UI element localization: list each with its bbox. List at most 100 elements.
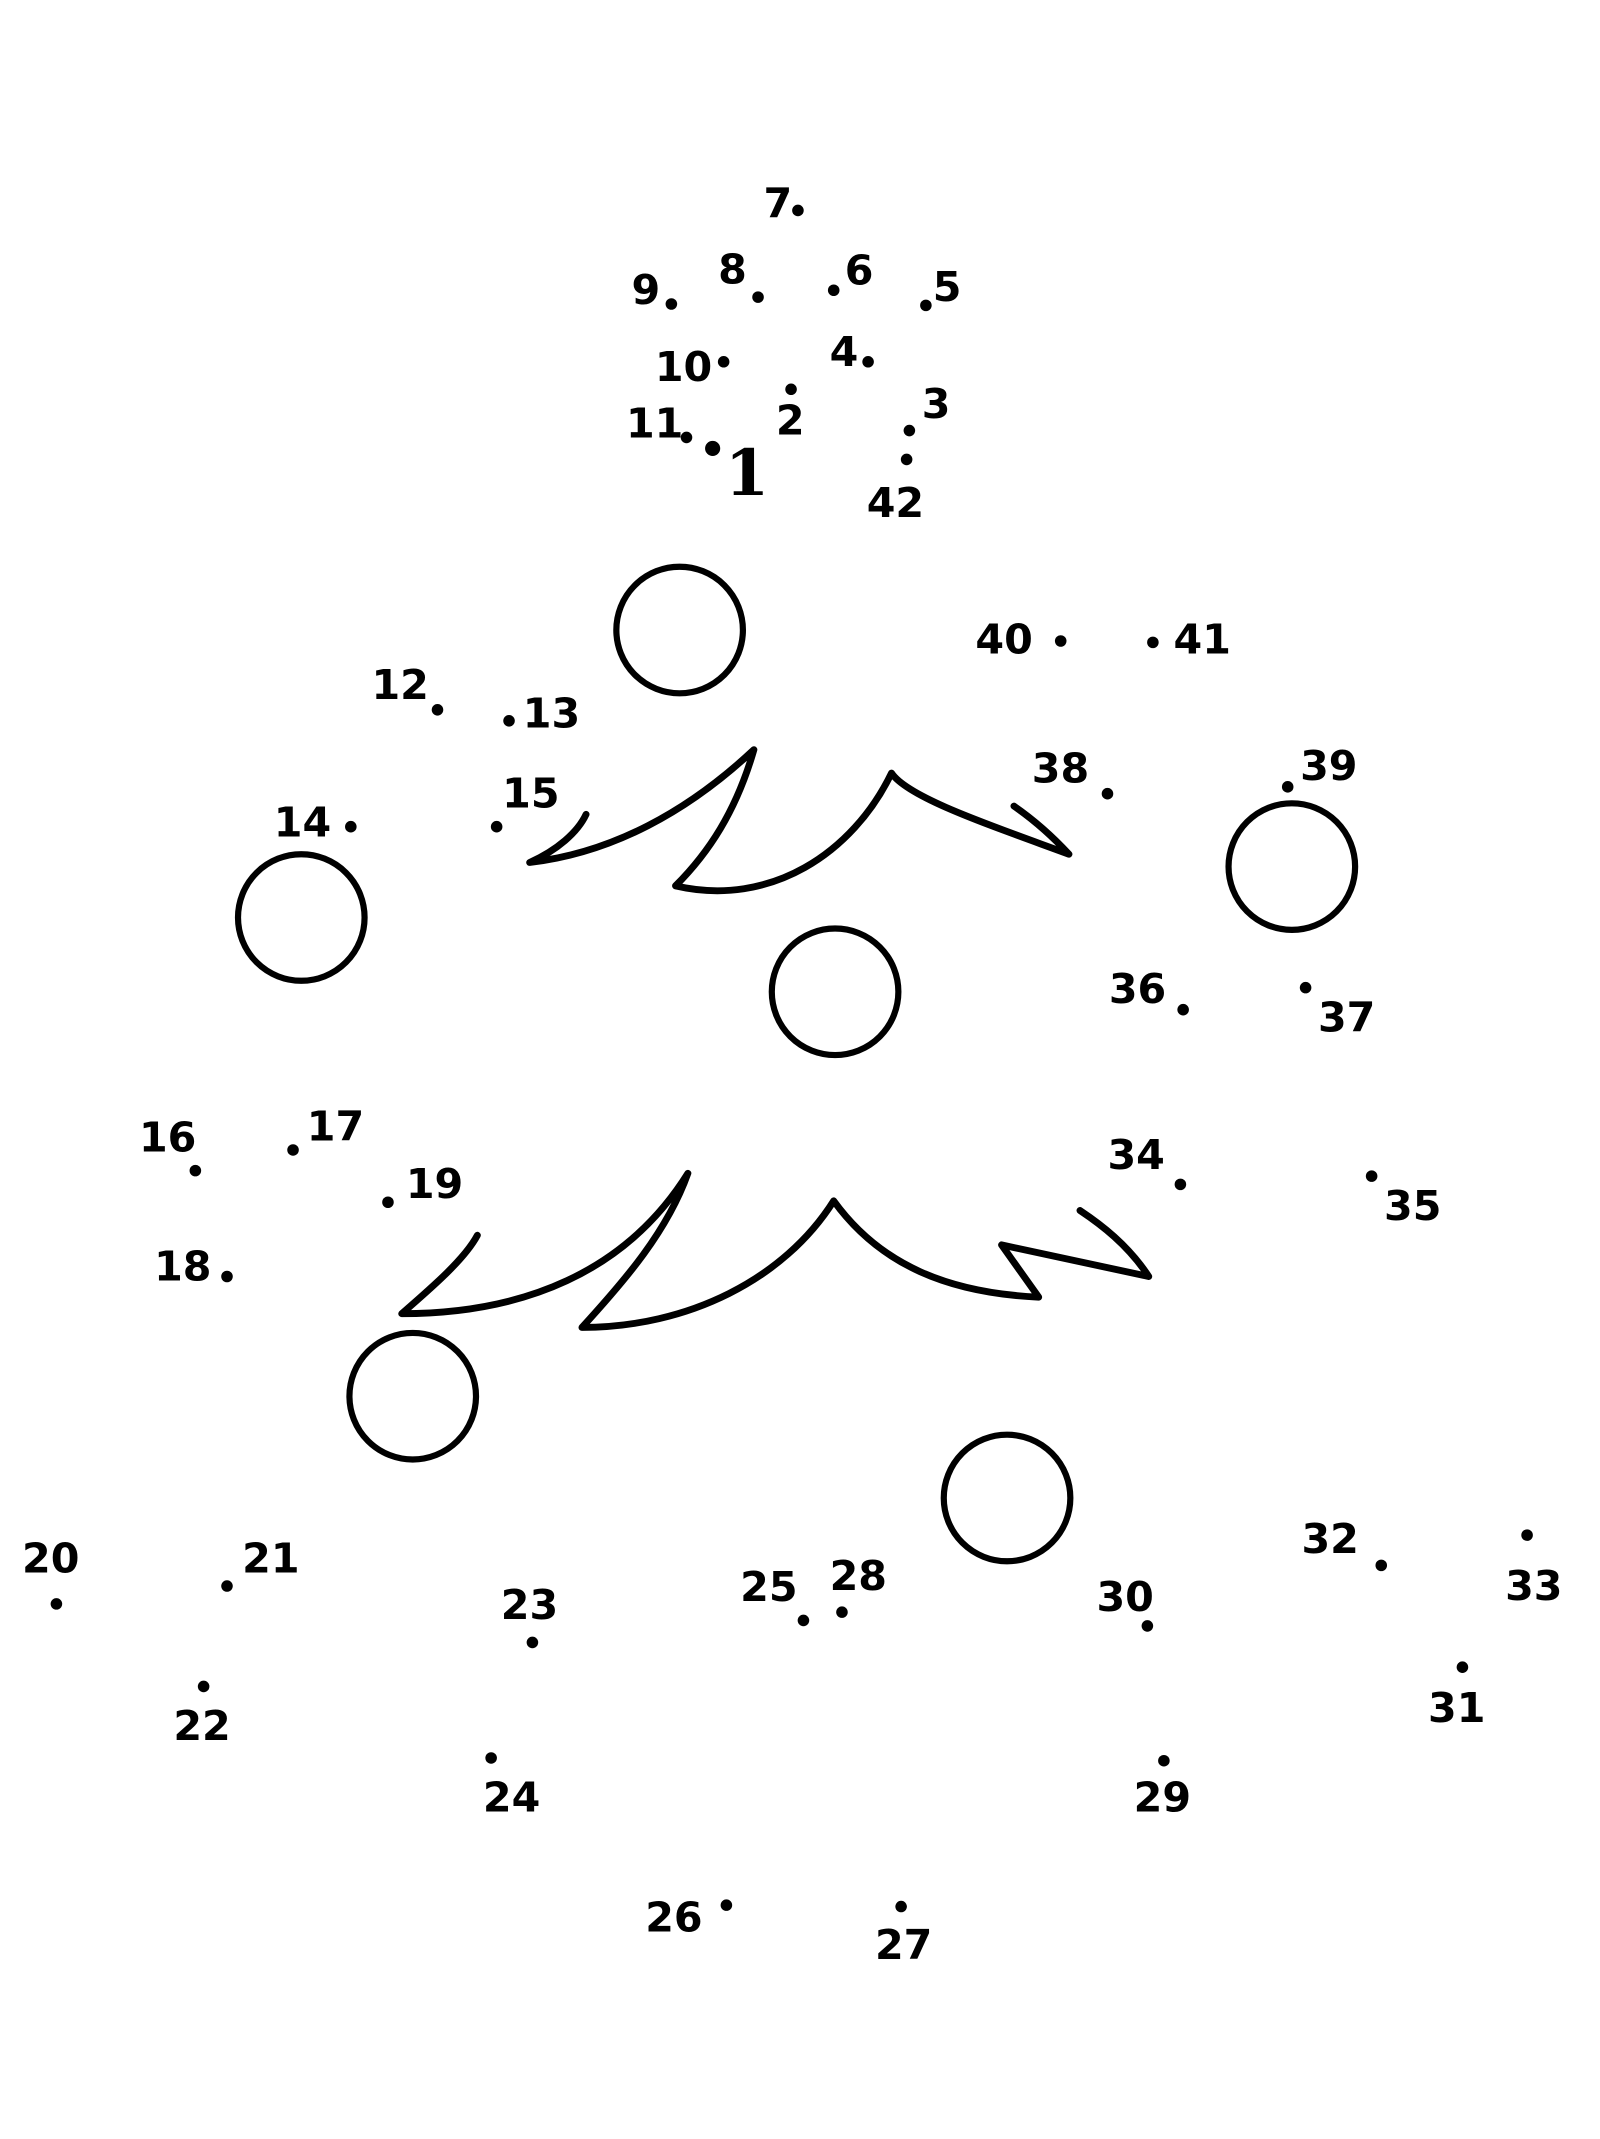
- dot-30[interactable]: 30: [1096, 1573, 1154, 1632]
- dot-number-label: 4: [830, 328, 859, 376]
- dot-20[interactable]: 20: [22, 1534, 79, 1610]
- dot-marker[interactable]: [503, 715, 515, 727]
- dot-13[interactable]: 13: [503, 690, 580, 738]
- dot-10[interactable]: 10: [655, 343, 730, 391]
- dot-number-label: 29: [1134, 1774, 1191, 1822]
- dot-marker[interactable]: [797, 1614, 810, 1627]
- dot-marker[interactable]: [221, 1580, 233, 1592]
- dot-marker[interactable]: [705, 440, 721, 456]
- dot-12[interactable]: 12: [371, 661, 444, 716]
- dot-marker[interactable]: [1177, 1003, 1189, 1016]
- dot-39[interactable]: 39: [1281, 742, 1358, 793]
- dot-17[interactable]: 17: [287, 1102, 364, 1156]
- dot-5[interactable]: 5: [920, 263, 961, 311]
- dot-marker[interactable]: [1375, 1559, 1388, 1572]
- dot-marker[interactable]: [1141, 1620, 1154, 1632]
- dot-28[interactable]: 28: [830, 1552, 887, 1618]
- dot-24[interactable]: 24: [483, 1752, 540, 1822]
- dot-marker[interactable]: [1456, 1661, 1469, 1673]
- dot-25[interactable]: 25: [740, 1563, 810, 1627]
- dot-number-label: 2: [776, 397, 805, 445]
- dot-marker[interactable]: [792, 204, 804, 217]
- dot-marker[interactable]: [1521, 1529, 1533, 1541]
- dot-marker[interactable]: [221, 1270, 233, 1283]
- dot-marker[interactable]: [197, 1680, 210, 1693]
- dot-9[interactable]: 9: [631, 266, 678, 314]
- dot-marker[interactable]: [345, 820, 357, 833]
- dot-33[interactable]: 33: [1505, 1529, 1562, 1610]
- dot-number-label: 28: [830, 1552, 887, 1600]
- dot-marker[interactable]: [752, 291, 764, 303]
- dot-marker[interactable]: [836, 1606, 848, 1618]
- dot-marker[interactable]: [50, 1598, 63, 1610]
- dot-marker[interactable]: [1174, 1178, 1187, 1191]
- dot-marker[interactable]: [920, 299, 932, 312]
- dot-21[interactable]: 21: [221, 1534, 300, 1592]
- dot-marker[interactable]: [431, 704, 444, 716]
- dot-marker[interactable]: [485, 1752, 497, 1764]
- dot-marker[interactable]: [665, 298, 678, 310]
- dot-marker[interactable]: [490, 820, 503, 833]
- dot-marker[interactable]: [287, 1144, 299, 1156]
- dot-16[interactable]: 16: [139, 1113, 202, 1177]
- upper-branch-drawing: [526, 746, 1073, 895]
- dot-marker[interactable]: [862, 355, 874, 368]
- dot-4[interactable]: 4: [830, 328, 874, 376]
- dot-number-label: 18: [154, 1243, 211, 1291]
- dot-marker[interactable]: [895, 1900, 907, 1913]
- dot-26[interactable]: 26: [645, 1893, 733, 1941]
- dot-marker[interactable]: [900, 453, 913, 466]
- dot-number-label: 22: [173, 1702, 230, 1750]
- dot-2[interactable]: 2: [776, 383, 805, 445]
- dot-marker[interactable]: [1299, 981, 1312, 994]
- dot-14[interactable]: 14: [274, 798, 357, 846]
- dot-marker[interactable]: [1147, 636, 1159, 649]
- dot-marker[interactable]: [1158, 1754, 1170, 1767]
- dot-18[interactable]: 18: [154, 1243, 233, 1291]
- dot-marker[interactable]: [717, 355, 730, 368]
- dot-29[interactable]: 29: [1134, 1754, 1191, 1822]
- dot-36[interactable]: 36: [1109, 965, 1189, 1016]
- dot-marker[interactable]: [1281, 781, 1294, 793]
- dot-27[interactable]: 27: [875, 1900, 932, 1969]
- dot-19[interactable]: 19: [382, 1160, 463, 1208]
- dot-7[interactable]: 7: [764, 179, 804, 227]
- dot-8[interactable]: 8: [718, 245, 764, 303]
- dot-marker[interactable]: [680, 431, 693, 444]
- dot-marker[interactable]: [1054, 635, 1067, 647]
- dot-37[interactable]: 37: [1299, 981, 1376, 1042]
- dot-number-label: 13: [523, 690, 580, 738]
- dot-marker[interactable]: [189, 1164, 202, 1177]
- dot-number-label: 15: [502, 769, 559, 817]
- dot-marker[interactable]: [382, 1196, 394, 1209]
- dot-40[interactable]: 40: [975, 615, 1067, 663]
- dot-23[interactable]: 23: [501, 1581, 558, 1649]
- dot-42[interactable]: 42: [867, 453, 924, 528]
- dot-marker[interactable]: [720, 1899, 733, 1911]
- dot-number-label: 31: [1428, 1684, 1485, 1732]
- dot-number-label: 33: [1505, 1562, 1562, 1610]
- dot-marker[interactable]: [526, 1636, 539, 1649]
- dot-3[interactable]: 3: [903, 380, 951, 437]
- dot-marker[interactable]: [785, 383, 797, 396]
- dot-11[interactable]: 11: [626, 399, 693, 447]
- dot-41[interactable]: 41: [1147, 615, 1231, 663]
- dot-38[interactable]: 38: [1032, 745, 1114, 800]
- dot-marker[interactable]: [903, 424, 916, 437]
- dot-6[interactable]: 6: [827, 247, 873, 297]
- dot-31[interactable]: 31: [1428, 1661, 1485, 1732]
- ornament-circle: [1225, 800, 1359, 933]
- dot-marker[interactable]: [1365, 1170, 1378, 1182]
- dot-marker[interactable]: [1101, 787, 1114, 800]
- dot-32[interactable]: 32: [1301, 1515, 1388, 1572]
- dot-marker[interactable]: [827, 284, 840, 297]
- dot-number-label: 34: [1107, 1131, 1164, 1179]
- dot-number-label: 35: [1384, 1182, 1441, 1230]
- dot-22[interactable]: 22: [173, 1680, 231, 1750]
- dot-35[interactable]: 35: [1365, 1170, 1442, 1230]
- dot-number-label: 10: [655, 343, 712, 391]
- dot-34[interactable]: 34: [1107, 1131, 1187, 1191]
- dot-15[interactable]: 15: [490, 769, 560, 833]
- dot-1[interactable]: 1: [705, 436, 769, 510]
